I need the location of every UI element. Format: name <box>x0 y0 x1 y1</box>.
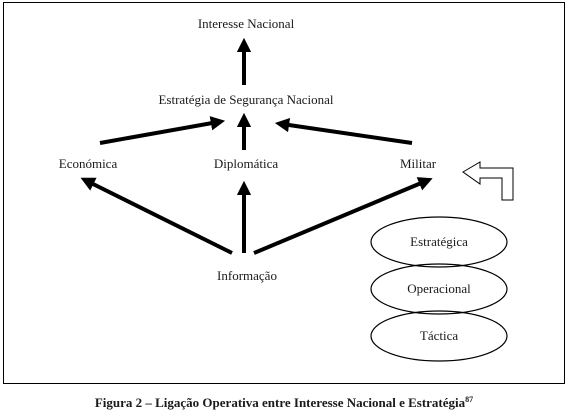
node-diplomatica: Diplomática <box>214 156 278 171</box>
level-ellipse-tactica <box>370 310 508 362</box>
figure-caption-text: Figura 2 – Ligação Operativa entre Inter… <box>95 395 466 410</box>
arrow-informacao-to-militar <box>253 177 433 255</box>
level-ellipse-estrategica <box>370 216 508 268</box>
node-economica: Económica <box>59 156 118 171</box>
hollow-bent-arrow-icon <box>462 161 514 201</box>
node-informacao: Informação <box>217 268 277 283</box>
figure-caption-ref: 87 <box>465 395 473 404</box>
level-label-estrategica: Estratégica <box>410 234 468 249</box>
node-interesse-nacional: Interesse Nacional <box>198 16 295 31</box>
arrow-economica-to-estrategia <box>99 116 226 145</box>
level-label-tactica: Táctica <box>420 328 458 343</box>
figure-caption: Figura 2 – Ligação Operativa entre Inter… <box>95 395 473 410</box>
node-estrategia-seguranca: Estratégia de Segurança Nacional <box>158 92 333 107</box>
node-militar: Militar <box>400 156 437 171</box>
arrow-informacao-to-economica <box>80 177 233 255</box>
level-ellipse-operacional <box>370 263 508 315</box>
arrow-militar-to-estrategia <box>274 117 413 145</box>
figure-frame <box>3 2 565 384</box>
level-label-operacional: Operacional <box>407 281 471 296</box>
